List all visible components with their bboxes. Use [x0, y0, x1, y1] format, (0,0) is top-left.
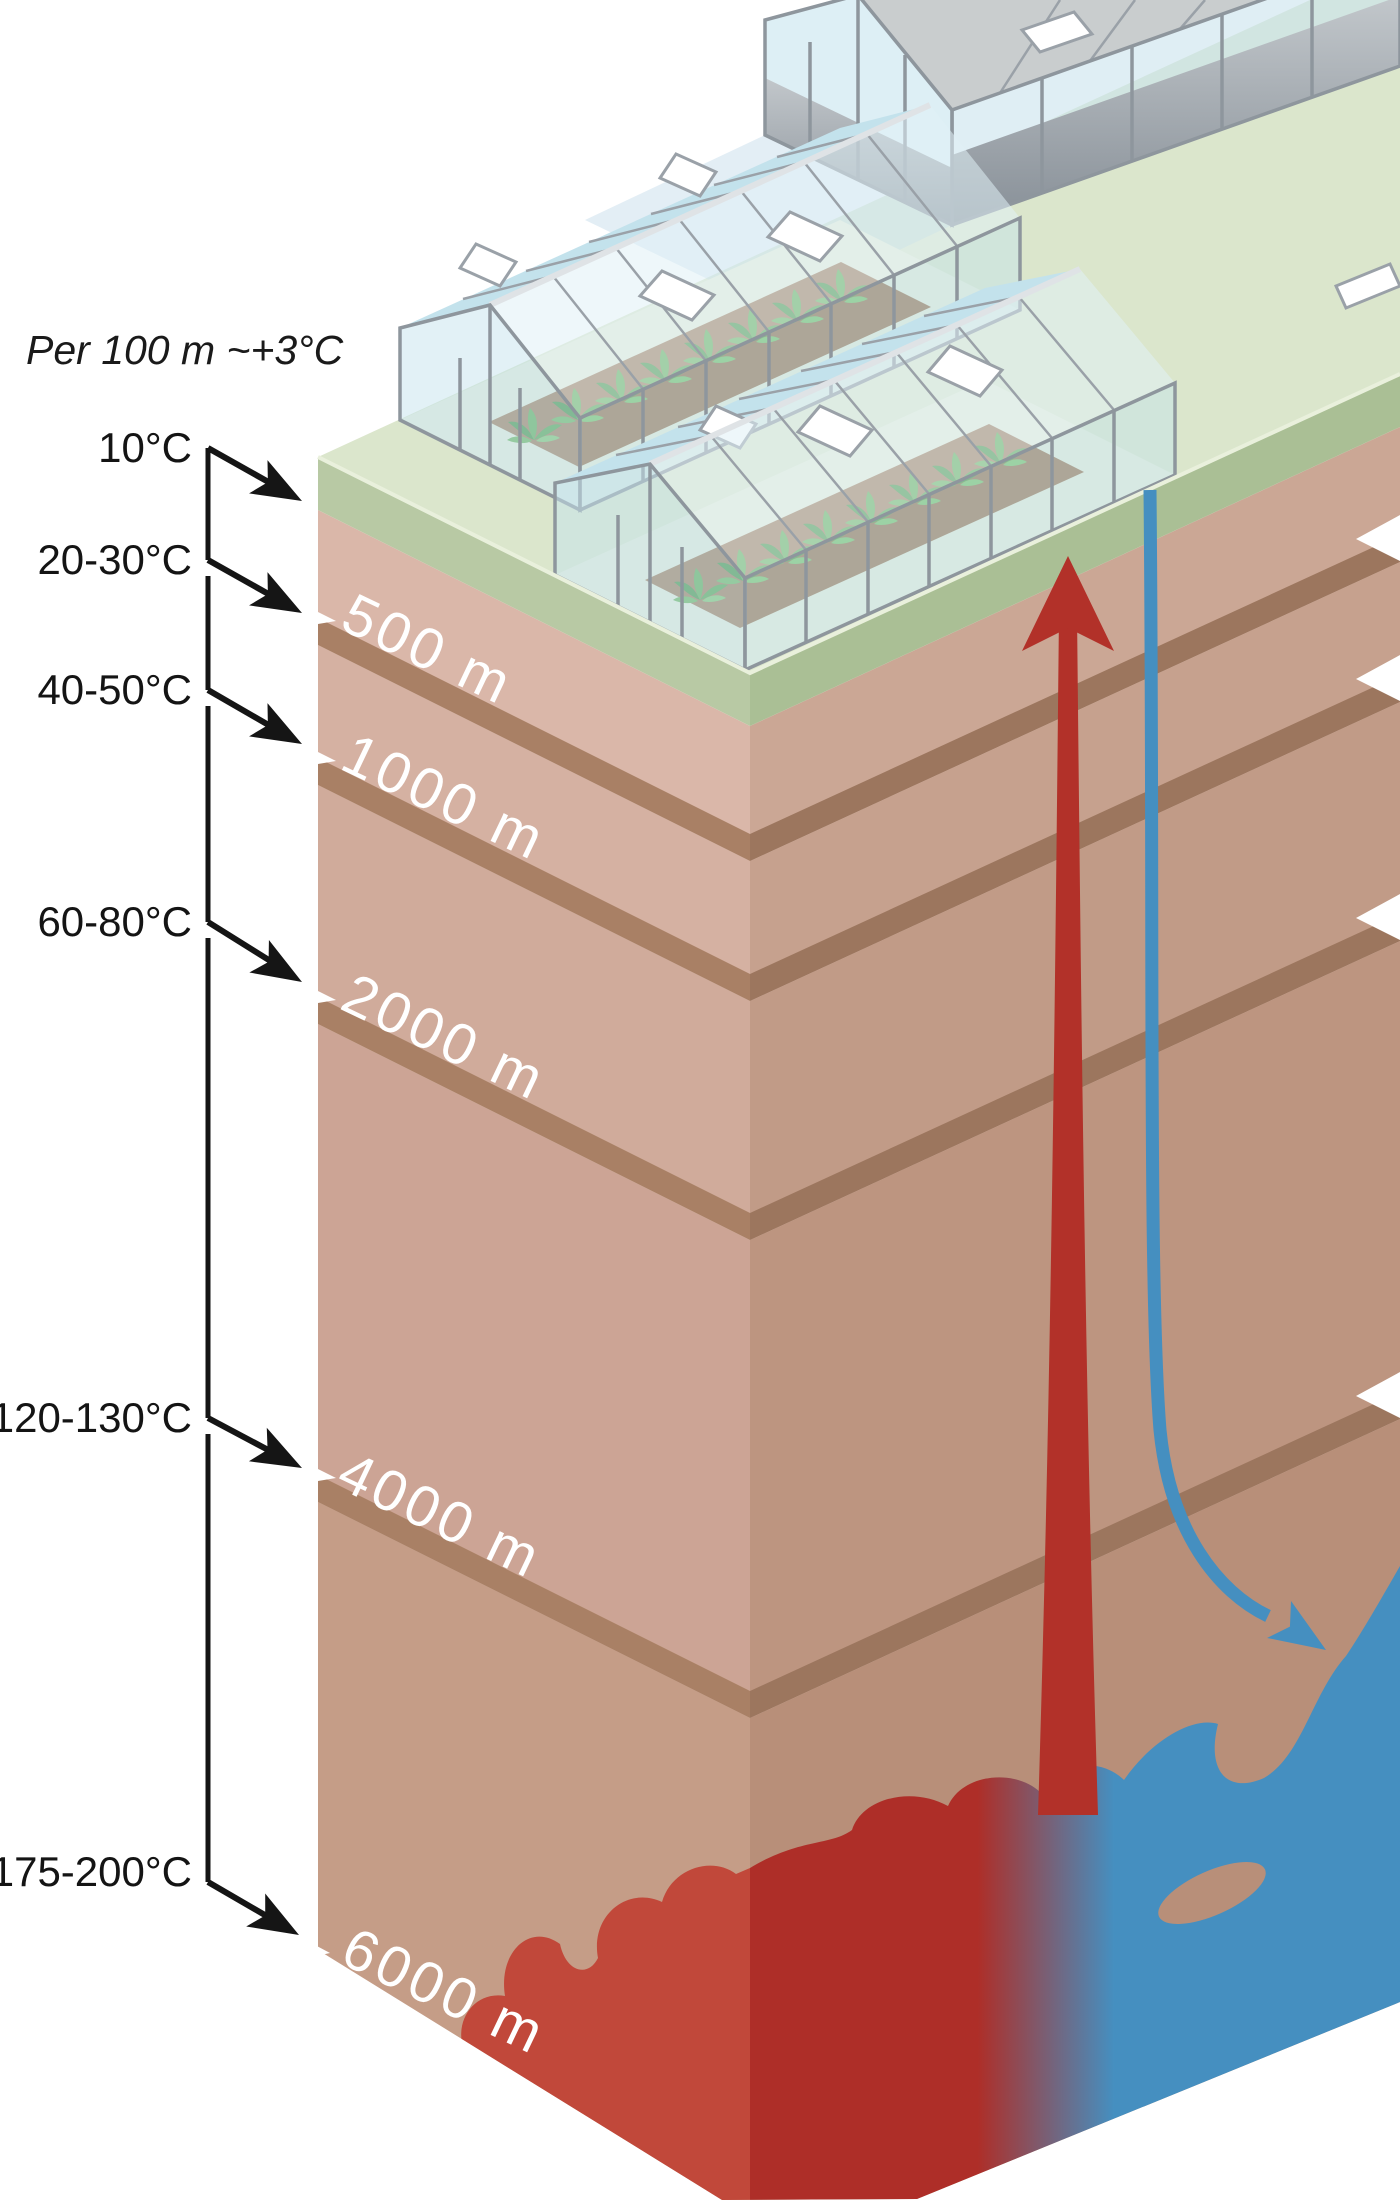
temp-label-1000m: 40-50°C — [37, 666, 192, 713]
temp-label-4000m: 120-130°C — [0, 1394, 192, 1441]
layer-boundary-1000m — [318, 758, 750, 1001]
temp-label-2000m: 60-80°C — [37, 898, 192, 945]
roof-skylight — [765, 210, 845, 263]
scale-arrows — [206, 445, 302, 1935]
temp-label-surface: 10°C — [98, 424, 192, 471]
roof-vent-far-right — [1333, 262, 1400, 310]
temp-label-500m: 20-30°C — [37, 536, 192, 583]
layer-boundary-500m — [318, 618, 750, 861]
surface-grass-side — [317, 372, 1400, 726]
roof-vent-open — [457, 242, 519, 288]
layer-boundary-4000m — [318, 1475, 750, 1718]
layer-boundary-2000m — [318, 997, 750, 1240]
temp-label-6000m: 175-200°C — [0, 1848, 192, 1895]
boundary-edge-notches — [298, 515, 1400, 1960]
roof-skylight — [1019, 10, 1095, 54]
cold-downflow-arrowhead — [1267, 1601, 1326, 1650]
roof-skylight — [925, 344, 1005, 398]
roof-skylight — [637, 269, 717, 322]
cold-water-downflow — [1143, 489, 1326, 1650]
greenhouse-center — [553, 266, 1177, 673]
hot-upflow-arrowhead — [1022, 556, 1114, 651]
gradient-note: Per 100 m ~+3°C — [26, 327, 344, 373]
temperature-scale: Per 100 m ~+3°C 10°C 20-30°C 40-50°C 60-… — [0, 327, 344, 1935]
hot-water-upflow — [1022, 556, 1114, 1815]
roof-skylight — [795, 404, 875, 458]
roof-vent-open — [657, 152, 719, 198]
rock-island-in-pool — [1158, 1862, 1266, 1924]
soil-bed — [489, 262, 931, 467]
